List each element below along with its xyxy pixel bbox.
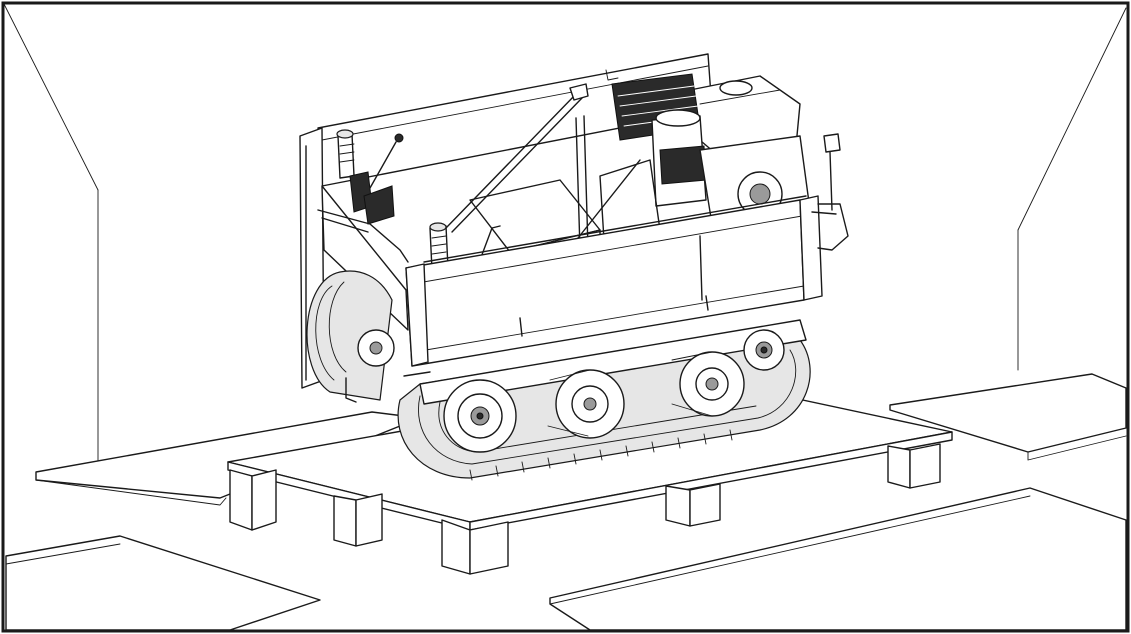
lever-knob	[394, 133, 404, 143]
floor-panel-left-front	[5, 535, 321, 631]
track-front	[397, 319, 811, 481]
throttle-handle	[363, 185, 395, 225]
pallet-block	[665, 485, 691, 527]
dump-body	[405, 195, 823, 367]
handle-knob	[823, 133, 841, 153]
pallet-block	[887, 445, 911, 489]
control-levers-left	[317, 129, 409, 263]
floor-panel-right-front	[549, 487, 1127, 631]
fuel-cap	[719, 80, 753, 96]
room-lines	[3, 3, 1127, 471]
pallet-block	[229, 469, 253, 531]
floor-panel-right-back	[889, 373, 1127, 461]
engine	[599, 73, 811, 241]
tracked-dumper	[299, 53, 849, 481]
track-left	[306, 270, 395, 401]
pallet-block	[333, 495, 357, 547]
pallet-block	[441, 519, 471, 575]
right-handle	[811, 133, 849, 251]
